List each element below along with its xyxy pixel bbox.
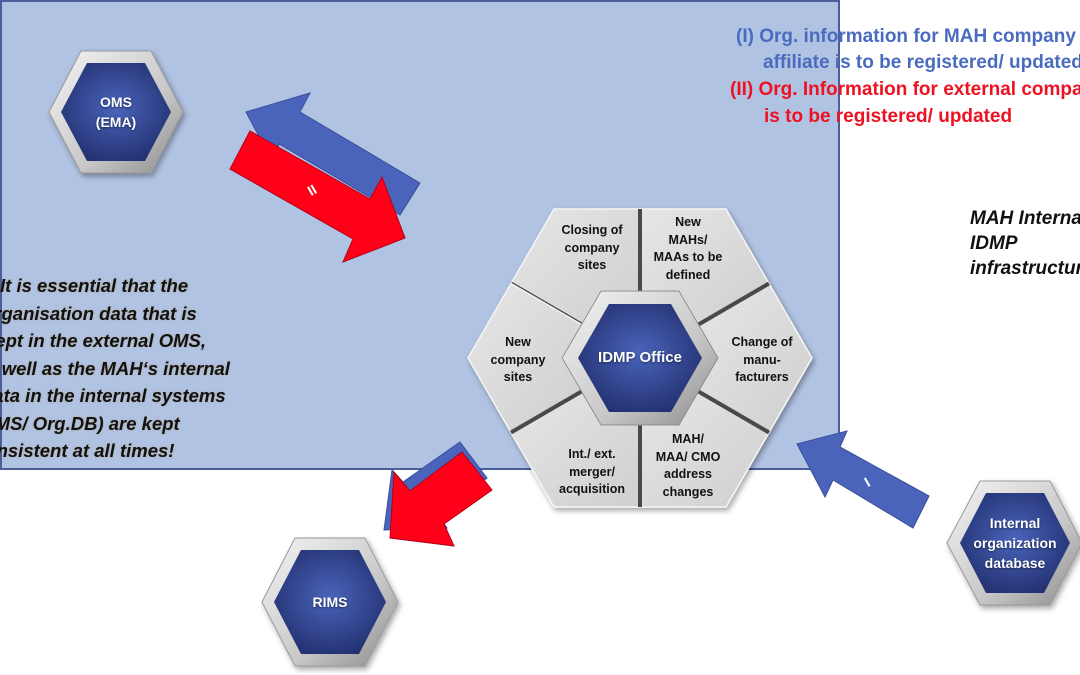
segment-line: Change of (731, 334, 793, 349)
internal-db-hexagon (946, 480, 1080, 606)
infrastructure-label-line: infrastructure (970, 258, 1080, 279)
segment-line: address (664, 467, 712, 481)
segment-new-company-sites: New company sites (491, 334, 546, 387)
rims-node-label: RIMS (312, 594, 348, 610)
segment-line: facturers (735, 369, 789, 384)
internal-db-node-label: Internal organization database (973, 513, 1056, 573)
segment-line: MAHs/ (668, 232, 708, 247)
oms-node-label: OMS (EMA) (96, 92, 136, 132)
segment-line: company (564, 240, 620, 255)
blue-arrow-internal-db-to-idmp (796, 430, 930, 529)
rims-arrows (383, 441, 493, 547)
note-line: kept in the external OMS, (0, 330, 207, 351)
segment-line: sites (503, 369, 533, 384)
segment-address-changes: MAH/ MAA/ CMO address changes (656, 431, 721, 501)
segment-line: changes (662, 484, 714, 499)
segment-merger-acquisition: Int./ ext. merger/ acquisition (559, 446, 625, 499)
note-line: (RIMS/ Org.DB) are kept (0, 412, 180, 434)
segment-line: MAH/ (672, 432, 704, 446)
segment-new-mahs: New MAHs/ MAAs to be defined (654, 214, 723, 284)
red-arrow-from-oms (229, 130, 406, 263)
infrastructure-label-line: IDMP (970, 233, 1018, 254)
segment-line: New (505, 334, 531, 349)
rims-hexagon (261, 537, 399, 667)
segment-line: acquisition (559, 481, 625, 496)
oms-label-line-2: (EMA) (95, 114, 137, 130)
wheel-divider (697, 281, 771, 327)
segment-line: New (675, 215, 701, 229)
segment-line: Int./ ext. (568, 446, 616, 461)
segment-closing-sites: Closing of company sites (561, 222, 622, 275)
segment-line: Closing of (561, 222, 623, 237)
legend-item-2-line-1: (II) Org. Information for external compa… (730, 79, 1080, 100)
note-line: consistent at all times! (0, 440, 175, 461)
segment-line: sites (577, 257, 607, 272)
segment-line: manu- (743, 352, 781, 367)
segment-line: company (490, 352, 546, 367)
segment-line: merger/ (569, 464, 615, 479)
note-line: as well as the MAH‘s internal (0, 357, 230, 379)
note-line: data in the internal systems (0, 385, 226, 406)
idmp-office-label: IDMP Office (598, 349, 682, 366)
infrastructure-label: MAH Internal IDMP infrastructure (970, 206, 1080, 281)
wheel-divider (509, 389, 583, 435)
legend-item-1-line-1: (I) Org. information for MAH company (736, 26, 1076, 47)
segment-change-manufacturers: Change of manu- facturers (731, 334, 792, 387)
segment-line: defined (665, 267, 711, 282)
oms-hexagon (48, 50, 184, 174)
internal-db-label-line-2: organization (973, 535, 1057, 551)
segment-line: MAA/ CMO (655, 449, 721, 464)
oms-exchange-arrows (229, 92, 421, 263)
legend-item-2-line-2: is to be registered/ updated (764, 106, 1013, 127)
segment-line: MAAs to be (653, 250, 723, 264)
wheel-divider (697, 389, 771, 435)
internal-db-label-line-1: Internal (989, 515, 1041, 531)
oms-label-line-1: OMS (100, 94, 132, 110)
legend-item-1-line-2: affiliate is to be registered/ updated (763, 52, 1080, 73)
consistency-note: It is essential that the organisation da… (0, 272, 230, 465)
internal-db-label-line-3: database (984, 555, 1046, 571)
note-line: organisation data that is (0, 302, 197, 324)
note-line: It is essential that the (0, 275, 189, 296)
infrastructure-label-line: MAH Internal (970, 208, 1080, 229)
idmp-hex-wheel (467, 208, 813, 508)
red-arrow-to-rims (389, 451, 493, 547)
